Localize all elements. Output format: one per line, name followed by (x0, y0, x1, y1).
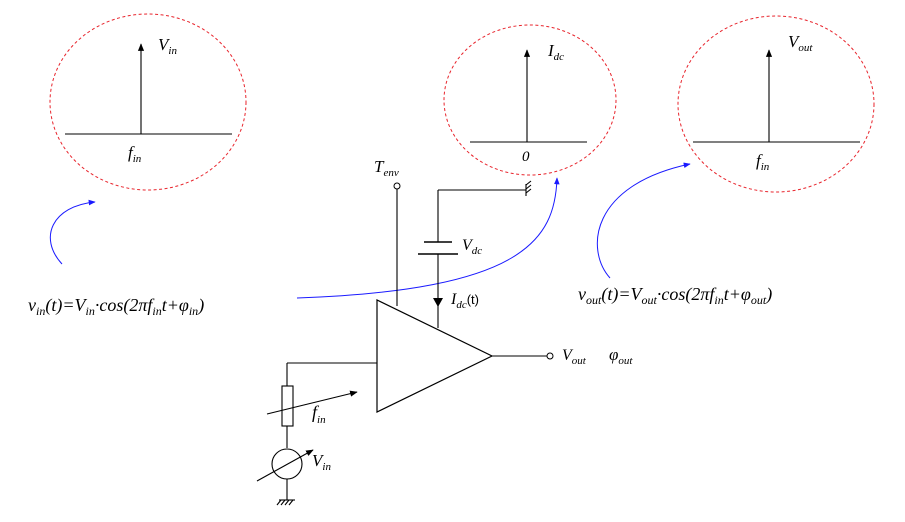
vout-label: Vout (562, 347, 587, 367)
output-terminal (546, 352, 554, 360)
input-resistor (281, 385, 294, 427)
input-spectrum-link-arrow (49, 199, 96, 265)
amplifier-circuit: Tenv Vdc Idc(t) Vout φout (256, 157, 633, 506)
input-spectrum-bubble (49, 13, 247, 191)
tenv-terminal (393, 182, 401, 190)
dc-spectrum-bubble (443, 24, 617, 176)
amplitude-adjust-arrow (256, 449, 314, 482)
input-signal-equation: vin(t)=Vin·cos(2πfint+φin) (28, 295, 204, 318)
dc-spectrum: Idc 0 (443, 24, 617, 176)
output-signal-equation: vout(t)=Vout·cos(2πfint+φout) (578, 284, 772, 307)
idc-label: Idc(t) (450, 291, 479, 311)
fin-label: fin (312, 402, 326, 426)
output-spectrum-amplitude-label: Vout (788, 32, 813, 54)
vdc-label: Vdc (462, 237, 482, 257)
vin-label: Vin (312, 451, 331, 473)
frequency-adjust-arrow (266, 390, 358, 415)
idc-current-arrow (433, 298, 443, 307)
output-spectrum: Vout fin (677, 15, 875, 193)
tenv-label: Tenv (374, 157, 399, 179)
dc-spectrum-amplitude-label: Idc (547, 41, 564, 63)
input-spectrum-amplitude-label: Vin (158, 35, 177, 57)
output-spectrum-link-arrow (596, 162, 691, 279)
input-spectrum: Vin fin (49, 13, 247, 191)
amplifier-triangle (376, 299, 494, 413)
ground-symbol-bottom (276, 499, 295, 506)
output-spectrum-axis-label: fin (756, 151, 770, 173)
dc-spectrum-link-arrow (296, 177, 560, 299)
phiout-label: φout (609, 345, 633, 367)
output-spectrum-bubble (677, 15, 875, 193)
dc-spectrum-axis-label: 0 (522, 149, 530, 165)
input-spectrum-axis-label: fin (128, 143, 142, 165)
ground-symbol-top (525, 180, 532, 196)
